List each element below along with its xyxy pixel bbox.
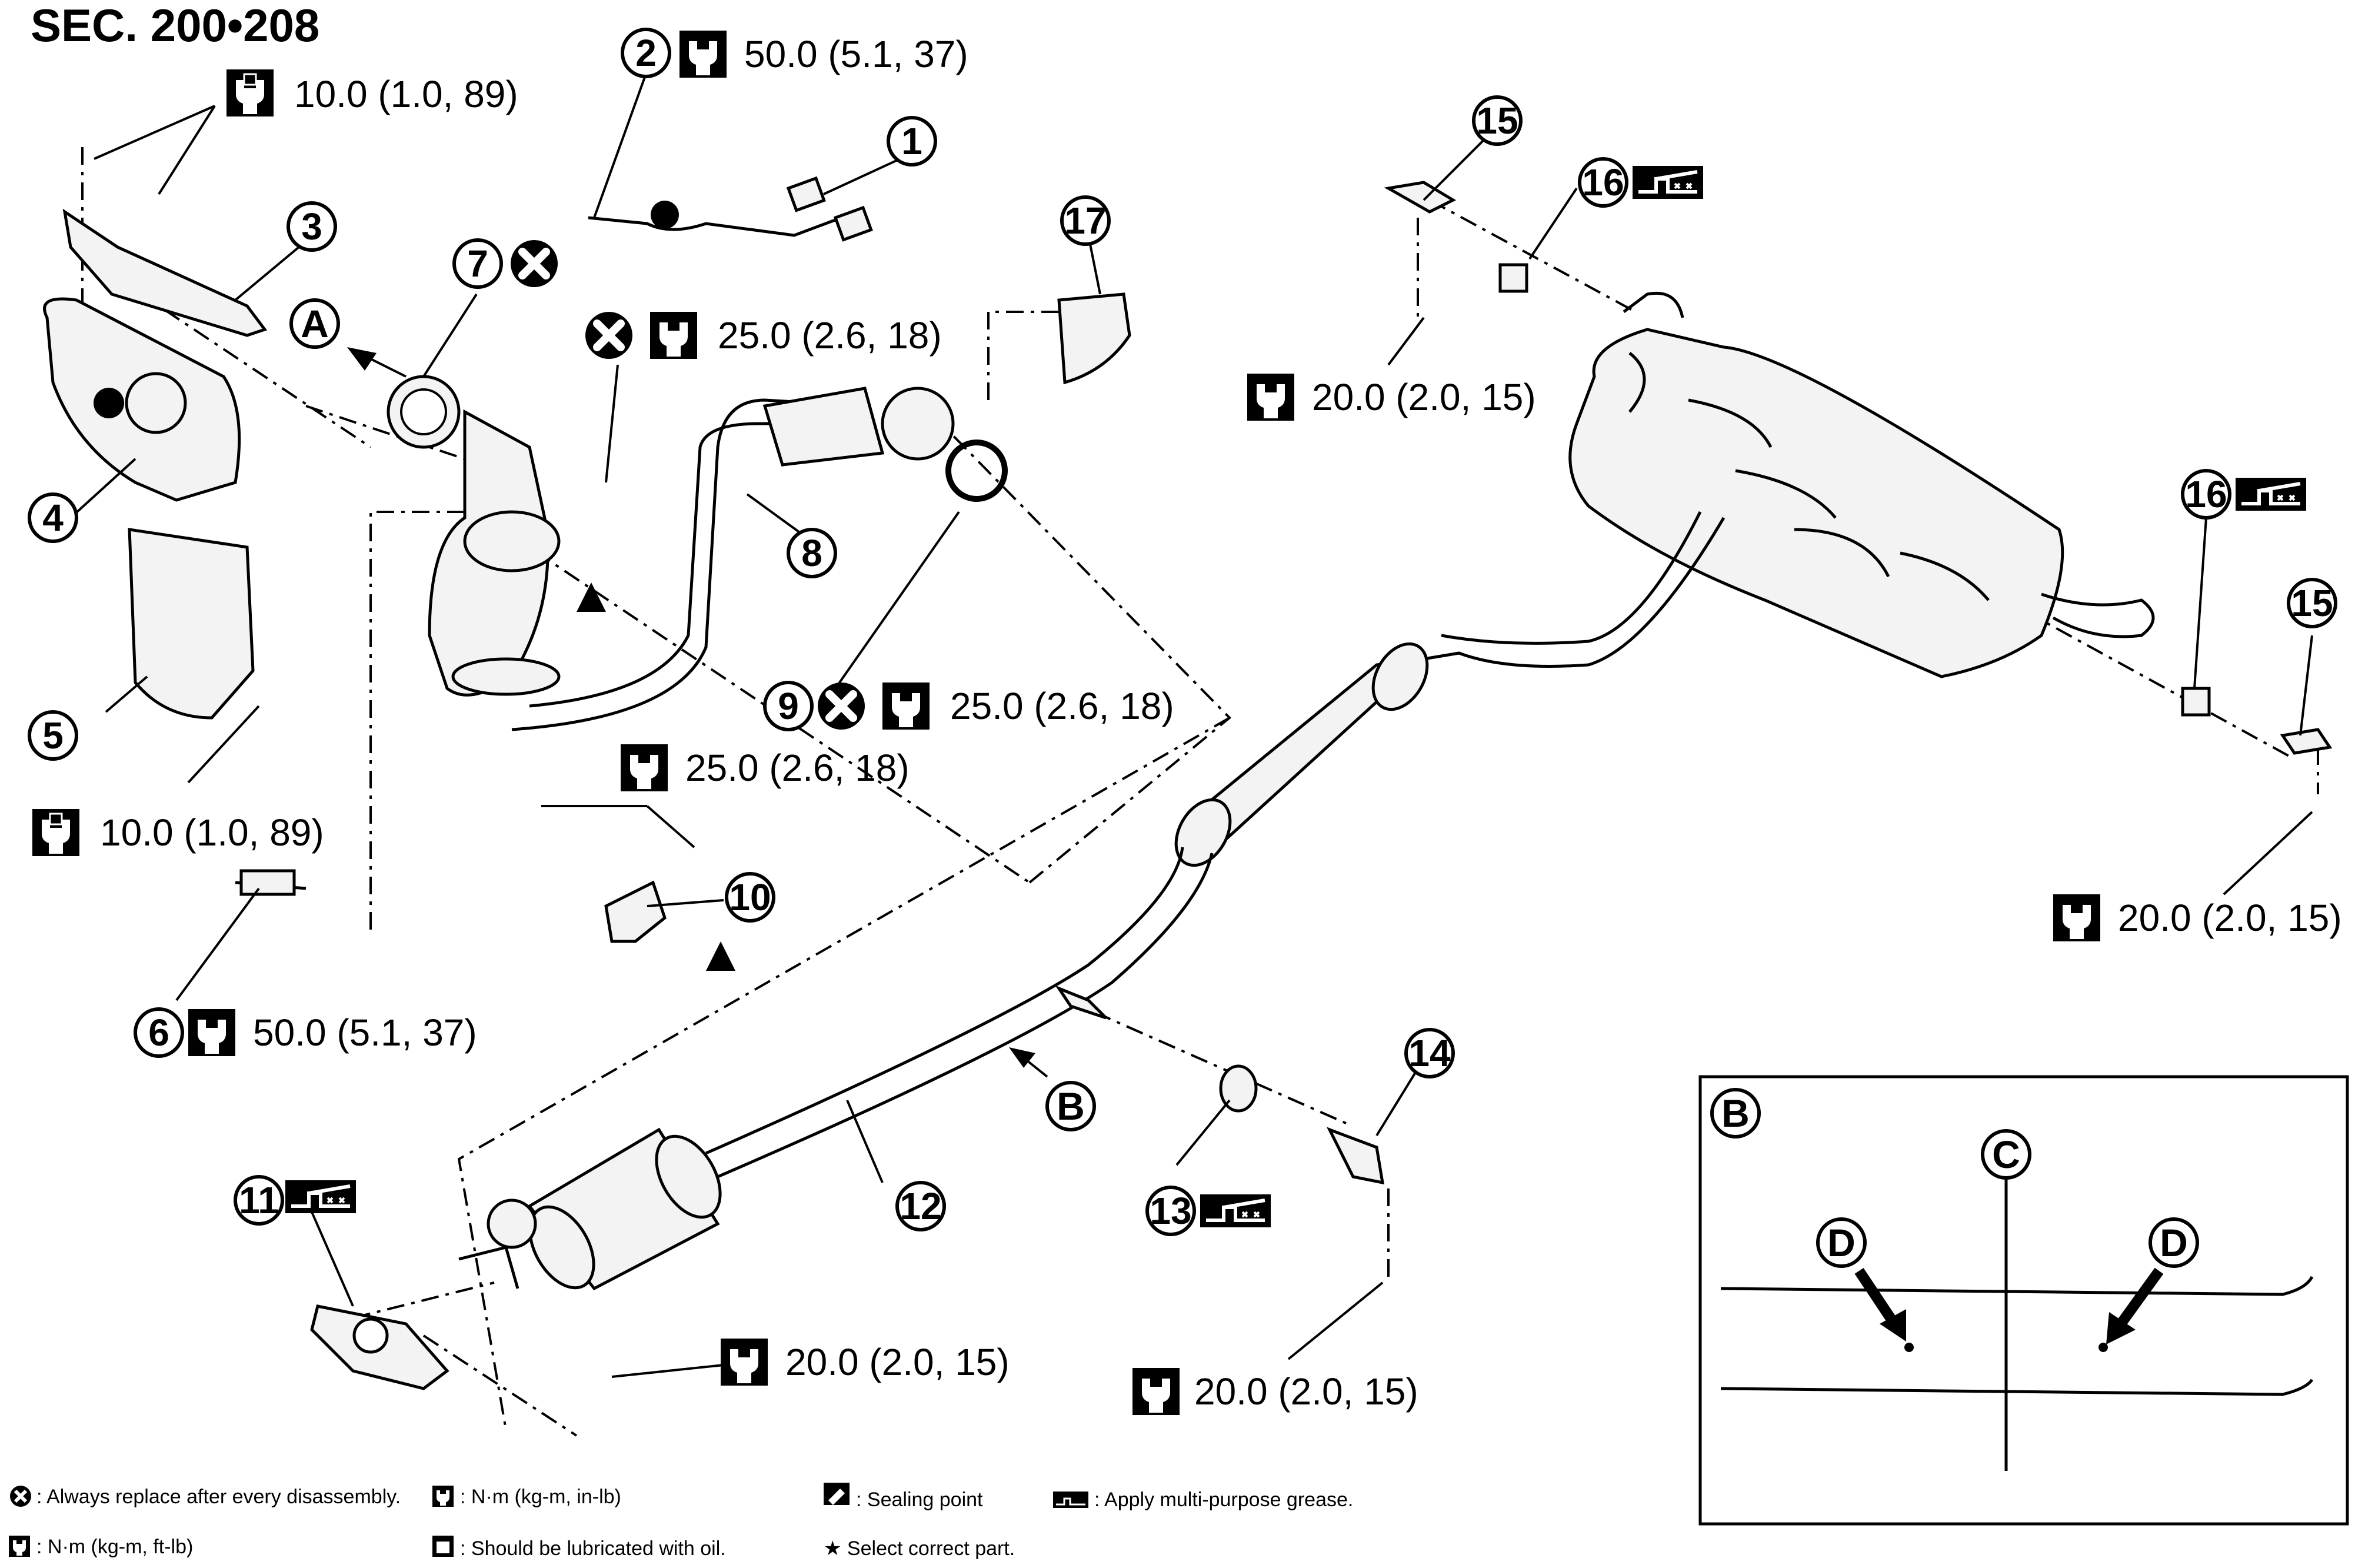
legend-replace: : Always replace after every disassembly… <box>10 1486 401 1508</box>
part-callout-3: 3 <box>287 201 337 252</box>
replace-icon <box>818 683 865 730</box>
part-callout-7: 7 <box>452 238 503 289</box>
manifold-catalyst-drawing <box>43 176 2333 1390</box>
part-callout-9: 9 <box>763 681 814 731</box>
grease-icon <box>285 1180 356 1213</box>
torque-ftlb-icon <box>679 31 727 78</box>
grease-icon <box>1633 166 1703 199</box>
part-number-10: 10 <box>729 876 771 918</box>
part-number-6: 6 <box>148 1011 169 1054</box>
part-number-3: 3 <box>301 205 322 248</box>
detail-label-d1: D <box>1827 1221 1856 1264</box>
part-callout-11: 11 <box>234 1175 284 1226</box>
view-callouts: A B <box>289 298 1096 1131</box>
torque-spec-bracket: 25.0 (2.6, 18) <box>685 747 910 789</box>
torque-spec-right: 20.0 (2.0, 15) <box>2118 897 2342 939</box>
part-number-8: 8 <box>801 532 822 574</box>
part-numbers: 1 2 3 4 5 6 7 8 9 10 11 12 13 14 15 15 1… <box>28 28 2337 1236</box>
view-callout-b: B <box>1057 1084 1085 1128</box>
detail-label-b: B <box>1721 1091 1750 1135</box>
detail-view-b: B C D D <box>1698 1075 2349 1526</box>
torque-ftlb-icon <box>650 312 697 359</box>
legend-lubricated: : Should be lubricated with oil. <box>432 1536 726 1560</box>
legend-sealing-text: : Sealing point <box>856 1489 983 1511</box>
legend-sealing: : Sealing point <box>824 1483 983 1511</box>
torque-spec-upper-mid: 20.0 (2.0, 15) <box>1312 376 1536 418</box>
part-callout-4: 4 <box>28 492 78 543</box>
detail-label-c: C <box>1992 1133 2020 1176</box>
view-callout-a: A <box>301 302 329 345</box>
part-number-11: 11 <box>239 1179 279 1221</box>
exhaust-assembly-drawing <box>458 291 2155 1291</box>
torque-spec-item9: 25.0 (2.6, 18) <box>950 685 1174 727</box>
torque-spec-bottom-mid: 20.0 (2.0, 15) <box>785 1341 1010 1383</box>
torque-spec-top-left: 10.0 (1.0, 89) <box>294 73 518 115</box>
torque-spec-left-lower: 10.0 (1.0, 89) <box>100 811 324 854</box>
part-callout-14: 14 <box>1404 1028 1455 1078</box>
torque-spec-bottom-right: 20.0 (2.0, 15) <box>1194 1370 1418 1413</box>
part-callout-1: 1 <box>887 116 937 167</box>
torque-specs: 10.0 (1.0, 89) 50.0 (5.1, 37) 25.0 (2.6,… <box>31 31 2342 1415</box>
part-number-12: 12 <box>900 1185 941 1227</box>
legend-nm-inlb-text: : N·m (kg-m, in-lb) <box>460 1486 621 1508</box>
torque-spec-stud: 25.0 (2.6, 18) <box>718 314 942 357</box>
part-callout-8: 8 <box>787 528 837 578</box>
torque-inlb-icon <box>31 808 81 857</box>
part-callout-13: 13 <box>1145 1186 1196 1236</box>
part-callout-15a: 15 <box>1472 95 1523 146</box>
part-number-2: 2 <box>635 32 657 74</box>
part-number-15b: 15 <box>2291 582 2333 624</box>
torque-ftlb-icon <box>2053 894 2100 941</box>
torque-spec-item6: 50.0 (5.1, 37) <box>253 1011 477 1054</box>
part-callout-15b: 15 <box>2287 578 2337 628</box>
part-callout-10: 10 <box>725 872 775 923</box>
legend-lubricated-text: : Should be lubricated with oil. <box>460 1537 726 1560</box>
section-title: SEC. 200•208 <box>31 0 319 51</box>
part-callout-2: 2 <box>621 28 671 78</box>
part-number-1: 1 <box>901 120 922 162</box>
legend-replace-text: : Always replace after every disassembly… <box>36 1486 401 1508</box>
part-number-9: 9 <box>778 685 799 727</box>
torque-ftlb-icon <box>721 1339 768 1386</box>
legend: : Always replace after every disassembly… <box>9 1483 1353 1560</box>
torque-ftlb-icon <box>621 744 668 791</box>
part-number-13: 13 <box>1150 1190 1191 1232</box>
part-callout-17: 17 <box>1060 195 1111 246</box>
part-number-5: 5 <box>42 714 64 757</box>
replace-icon <box>511 240 558 287</box>
torque-ftlb-icon <box>882 683 930 730</box>
part-number-17: 17 <box>1064 199 1106 242</box>
part-callout-12: 12 <box>895 1181 946 1231</box>
part-number-4: 4 <box>42 497 64 539</box>
torque-inlb-icon <box>225 68 275 118</box>
detail-label-d2: D <box>2160 1221 2188 1264</box>
legend-grease-text: : Apply multi-purpose grease. <box>1094 1489 1353 1511</box>
grease-icon <box>2236 478 2306 511</box>
legend-nm-inlb: : N·m (kg-m, in-lb) <box>432 1486 621 1508</box>
part-number-16b: 16 <box>2185 473 2227 515</box>
part-callout-5: 5 <box>28 710 78 761</box>
leader-lines <box>69 70 2313 1378</box>
legend-grease: : Apply multi-purpose grease. <box>1053 1489 1353 1511</box>
part-number-16a: 16 <box>1582 161 1624 204</box>
part-number-7: 7 <box>467 242 488 285</box>
part-number-14: 14 <box>1408 1032 1451 1074</box>
torque-ftlb-icon <box>1132 1368 1180 1415</box>
part-callout-6: 6 <box>134 1007 184 1058</box>
legend-select-part: ★ Select correct part. <box>824 1537 1015 1560</box>
legend-nm-ftlb-text: : N·m (kg-m, ft-lb) <box>36 1536 193 1558</box>
part-callout-16b: 16 <box>2181 469 2231 520</box>
legend-nm-ftlb: : N·m (kg-m, ft-lb) <box>9 1536 193 1558</box>
torque-spec-item2: 50.0 (5.1, 37) <box>744 33 968 75</box>
replace-icon <box>585 312 632 359</box>
torque-ftlb-icon <box>1247 374 1294 421</box>
torque-ftlb-icon <box>188 1009 235 1056</box>
legend-select-part-text: ★ Select correct part. <box>824 1537 1015 1560</box>
part-callout-16a: 16 <box>1578 157 1628 208</box>
grease-icon <box>1200 1194 1271 1227</box>
part-number-15a: 15 <box>1476 99 1518 142</box>
